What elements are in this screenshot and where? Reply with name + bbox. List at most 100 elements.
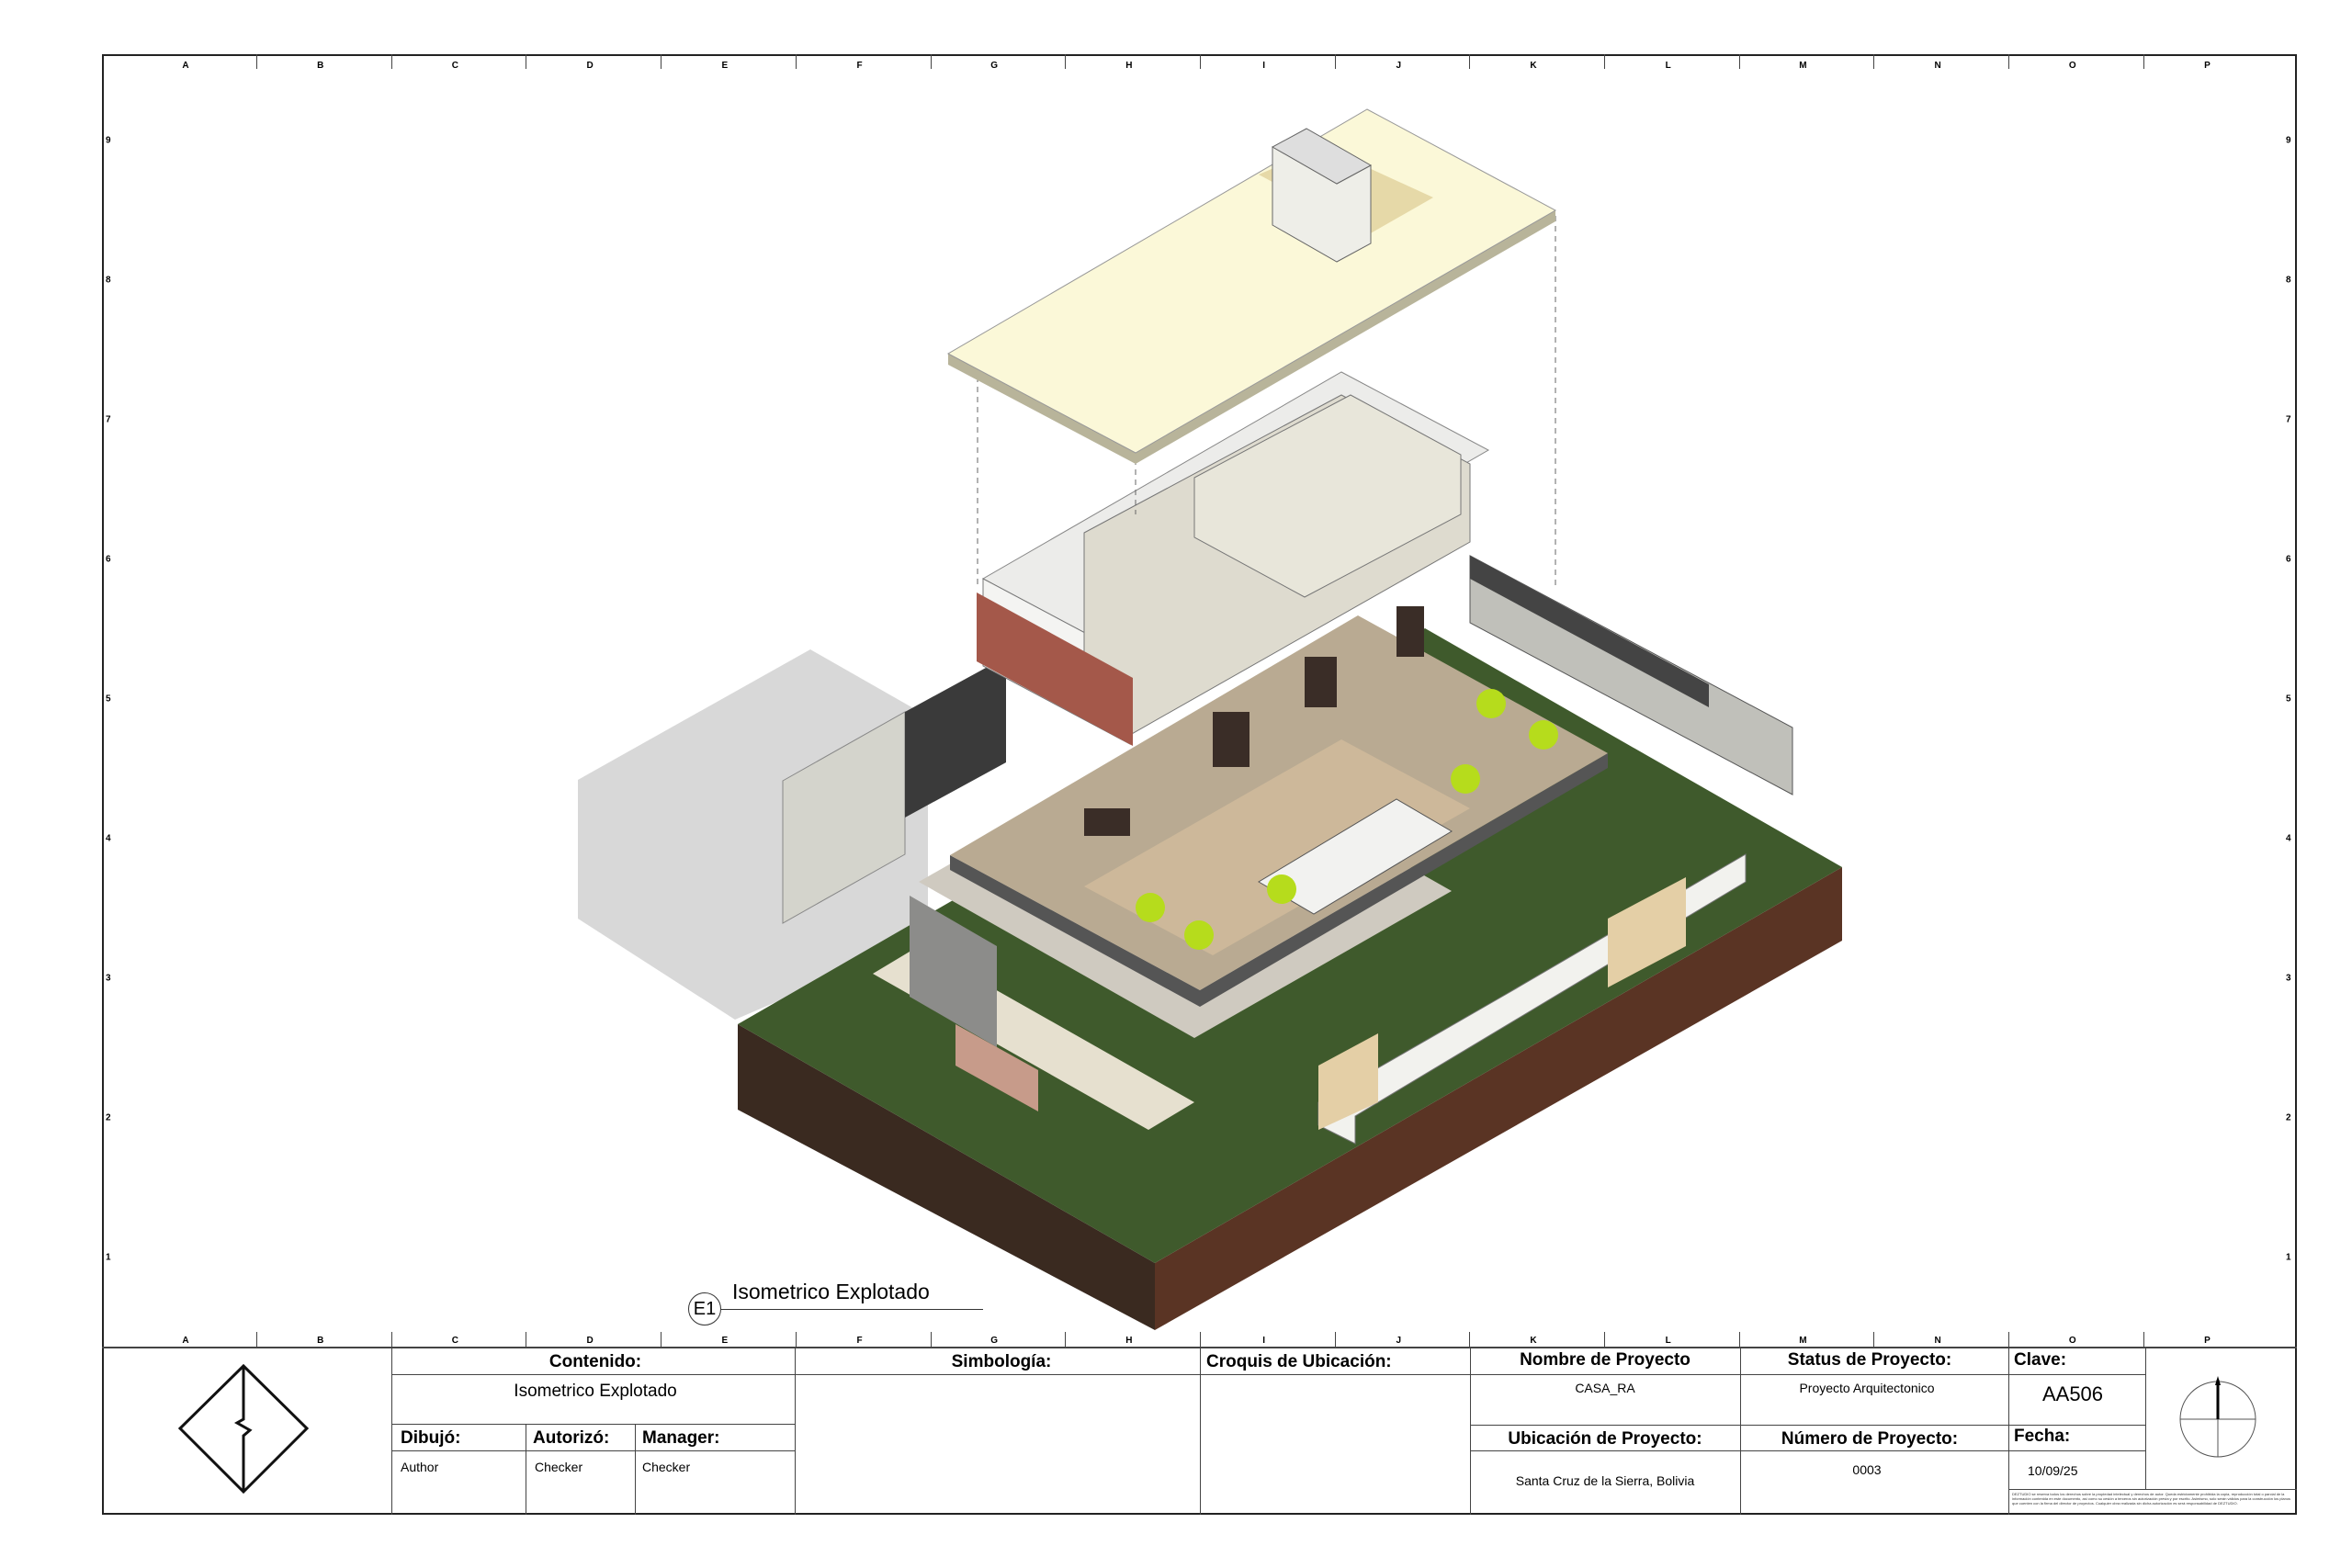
grid-number: 6 xyxy=(106,554,111,565)
ground-side-right xyxy=(1155,867,1842,1330)
roof-box-top xyxy=(1271,128,1373,185)
left-window-wall xyxy=(905,657,1006,818)
divider xyxy=(1470,1425,2008,1426)
grid-tick xyxy=(256,54,257,69)
grid-letter: F xyxy=(856,61,863,71)
title-block-top-line xyxy=(102,1347,2297,1348)
grid-letter: N xyxy=(1934,1336,1941,1346)
grid-letter: E xyxy=(721,61,729,71)
grid-tick xyxy=(1199,54,1201,69)
grid-number: 3 xyxy=(2286,973,2291,984)
divider xyxy=(2008,1425,2145,1426)
grid-number: 6 xyxy=(2286,554,2291,565)
grid-number: 7 xyxy=(2286,414,2291,425)
fecha-value: 10/09/25 xyxy=(2028,1463,2078,1478)
grid-number: 9 xyxy=(106,135,111,146)
numero-label: Número de Proyecto: xyxy=(1781,1429,1959,1449)
grid-letter: D xyxy=(586,61,594,71)
upper-wall-row xyxy=(1193,394,1462,598)
grid-letter: J xyxy=(1396,1336,1402,1346)
grid-letter: J xyxy=(1396,61,1402,71)
grid-letter: K xyxy=(1530,61,1537,71)
grid-letter: K xyxy=(1530,1336,1537,1346)
ubicacion-label: Ubicación de Proyecto: xyxy=(1508,1429,1702,1449)
grid-tick xyxy=(661,1332,662,1347)
grid-tick xyxy=(1334,54,1336,69)
divider xyxy=(2008,1374,2145,1375)
grid-tick xyxy=(2008,1332,2010,1347)
grid-tick xyxy=(1469,54,1471,69)
simbologia-label: Simbología: xyxy=(951,1352,1052,1371)
grid-letter: C xyxy=(451,61,459,71)
grid-letter: A xyxy=(182,1336,189,1346)
grid-letter: B xyxy=(317,61,324,71)
grid-tick xyxy=(1065,1332,1067,1347)
status-label: Status de Proyecto: xyxy=(1787,1350,1952,1370)
grid-tick xyxy=(930,1332,932,1347)
grid-number: 1 xyxy=(106,1252,111,1263)
grid-number: 4 xyxy=(106,833,111,844)
clave-label: Clave: xyxy=(2014,1350,2067,1370)
numero-value: 0003 xyxy=(1852,1462,1882,1477)
copyright-notice: DEZTUDIO se reserva todos los derechos s… xyxy=(2012,1492,2291,1506)
grid-tick xyxy=(390,54,392,69)
grid-letter: G xyxy=(990,1336,999,1346)
grid-tick xyxy=(1738,1332,1740,1347)
grid-letter: M xyxy=(1799,61,1807,71)
divider xyxy=(391,1374,2008,1375)
grid-tick xyxy=(1199,1332,1201,1347)
view-tag: E1 xyxy=(688,1292,721,1325)
right-dark-beam xyxy=(1470,556,1709,707)
divider xyxy=(1200,1347,1201,1515)
grid-letter: O xyxy=(2068,1336,2076,1346)
contenido-label: Contenido: xyxy=(548,1352,642,1371)
grid-tick xyxy=(256,1332,257,1347)
nombre-label: Nombre de Proyecto xyxy=(1520,1350,1690,1370)
grid-number: 5 xyxy=(106,694,111,705)
grid-number: 7 xyxy=(106,414,111,425)
view-title: Isometrico Explotado xyxy=(732,1280,930,1303)
grid-letter: G xyxy=(990,61,999,71)
grid-tick xyxy=(2143,1332,2144,1347)
grid-tick xyxy=(2143,54,2144,69)
contenido-value: Isometrico Explotado xyxy=(514,1382,677,1401)
manager-label: Manager: xyxy=(642,1428,720,1448)
dibujo-label: Dibujó: xyxy=(401,1428,461,1448)
divider xyxy=(2008,1347,2009,1515)
grid-letter: E xyxy=(721,1336,729,1346)
divider xyxy=(391,1347,392,1515)
roof-slab xyxy=(946,108,1557,454)
divider xyxy=(1470,1450,2008,1451)
divider xyxy=(795,1347,796,1515)
grid-tick xyxy=(930,54,932,69)
grid-letter: P xyxy=(2204,61,2211,71)
grid-number: 9 xyxy=(2286,135,2291,146)
shadow xyxy=(578,649,928,1020)
grid-letter: O xyxy=(2068,61,2076,71)
view-title-underline xyxy=(721,1309,983,1310)
grid-letter: F xyxy=(856,1336,863,1346)
divider xyxy=(1470,1347,1471,1515)
grid-letter: I xyxy=(1262,1336,1265,1346)
grid-tick xyxy=(1469,1332,1471,1347)
fecha-label: Fecha: xyxy=(2014,1427,2071,1446)
grid-tick xyxy=(2008,54,2010,69)
courtyard-void xyxy=(1258,798,1453,915)
plants xyxy=(1136,689,1558,950)
grid-tick xyxy=(1738,54,1740,69)
grid-tick xyxy=(661,54,662,69)
grid-number: 8 xyxy=(106,275,111,286)
divider xyxy=(391,1450,795,1451)
grid-letter: C xyxy=(451,1336,459,1346)
furniture xyxy=(1084,606,1424,836)
entry-wall xyxy=(956,1024,1038,1111)
north-arrow-icon xyxy=(2179,1376,2256,1458)
divider xyxy=(2008,1450,2145,1451)
divider xyxy=(635,1424,636,1515)
clave-value: AA506 xyxy=(2041,1382,2104,1405)
grid-number: 8 xyxy=(2286,275,2291,286)
divider xyxy=(1740,1347,1741,1515)
grid-tick xyxy=(795,1332,797,1347)
grid-letter: L xyxy=(1665,61,1671,71)
divider xyxy=(391,1424,795,1425)
